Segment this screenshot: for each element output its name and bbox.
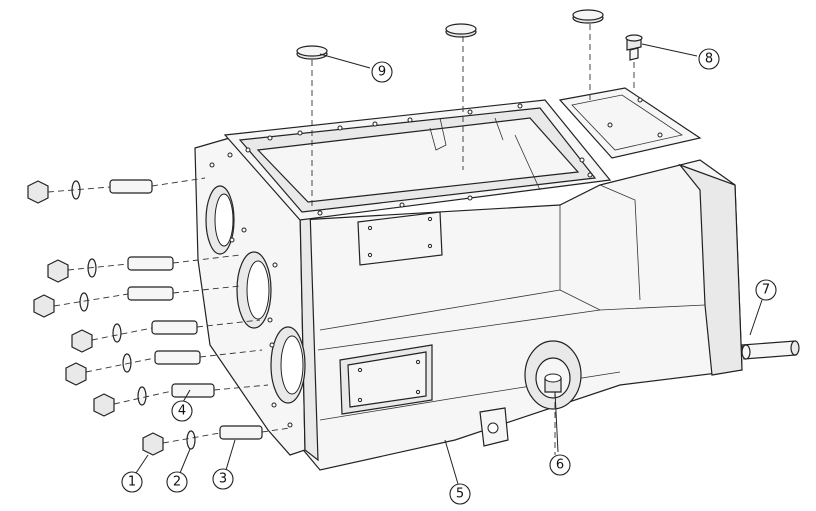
flange-bores	[205, 152, 306, 428]
callout-5-circle	[449, 483, 471, 505]
callout-3-circle	[212, 468, 234, 490]
callout-4-circle	[171, 400, 193, 422]
callout-8: 8	[698, 48, 720, 70]
callout-3-label: 3	[219, 472, 227, 487]
rim-bolt-holes	[245, 97, 663, 216]
callout-2-label: 2	[173, 475, 181, 490]
callout-8-label: 8	[705, 52, 713, 67]
fastener-row-7	[142, 425, 291, 456]
callout-9-label: 9	[378, 65, 386, 80]
callout-5: 5	[449, 483, 471, 505]
callout-7-label: 7	[762, 283, 770, 298]
fastener-row-4	[71, 319, 261, 353]
top-plug-left	[296, 45, 328, 60]
callout-2: 2	[166, 471, 188, 493]
top-name-plate	[357, 211, 443, 266]
fastener-row-3	[33, 285, 241, 318]
shaft-end	[741, 340, 800, 360]
callout-7: 7	[755, 279, 777, 301]
callout-2-circle	[166, 471, 188, 493]
callout-4: 4	[171, 400, 193, 422]
leader-lines	[135, 43, 763, 485]
callout-6: 6	[549, 454, 571, 476]
top-plug-middle	[445, 23, 477, 38]
callout-1: 1	[121, 471, 143, 493]
callout-9: 9	[371, 61, 393, 83]
callout-balloons: 1 2 3 4 5 6 7 8	[121, 48, 777, 505]
callout-1-circle	[121, 471, 143, 493]
callout-8-circle	[698, 48, 720, 70]
callout-4-label: 4	[178, 404, 186, 419]
fastener-row-1	[27, 177, 206, 204]
drain-plug-assembly	[524, 340, 582, 410]
fastener-row-6	[93, 383, 269, 417]
breather-valve	[625, 34, 643, 61]
callout-3: 3	[212, 468, 234, 490]
callout-6-circle	[549, 454, 571, 476]
callout-9-circle	[371, 61, 393, 83]
callout-1-label: 1	[128, 475, 136, 490]
callout-7-circle	[755, 279, 777, 301]
top-plug-right	[572, 9, 604, 24]
callout-5-label: 5	[456, 487, 464, 502]
fastener-row-5	[65, 349, 263, 386]
transmission-housing	[194, 87, 743, 471]
callout-6-label: 6	[556, 458, 564, 473]
fastener-row-2	[47, 254, 241, 283]
